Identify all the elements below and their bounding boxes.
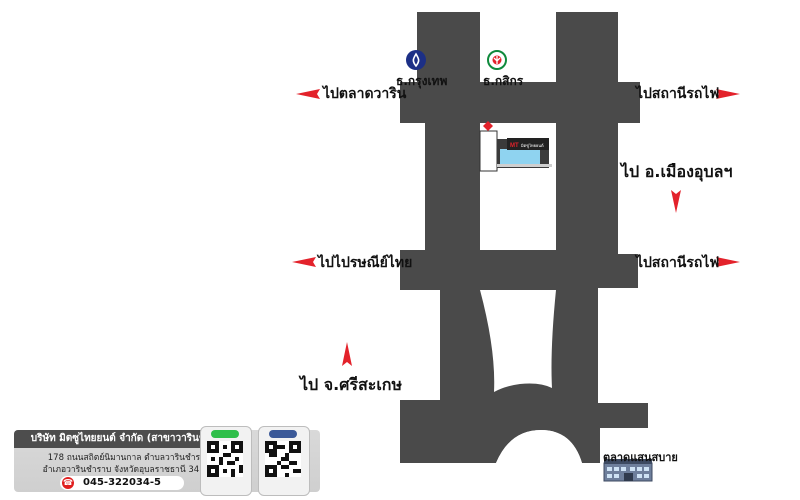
line-icon (211, 430, 239, 438)
label-to-mueang: ไป อ.เมืองอุบลฯ (621, 162, 733, 181)
company-name: บริษัท มิตซูไทยยนต์ จำกัด (สาขาวารินชำรา… (14, 430, 250, 448)
arrow-right-station-top (716, 89, 740, 99)
arrow-right-station-mid (716, 257, 740, 267)
company-phone[interactable]: 045-322034-5 (60, 476, 184, 490)
bangkok-bank-label: ธ.กรุงเทพ (396, 74, 448, 88)
bangkok-bank-logo-icon (406, 50, 426, 70)
line-qr-code (207, 441, 243, 477)
svg-text:MT: MT (510, 143, 519, 149)
market-building-icon (603, 459, 653, 482)
label-to-station-mid: ไปสถานีรถไฟ (636, 255, 720, 271)
company-address-line1: 178 ถนนสถิตย์นิมานกาล ตำบลวารินชำราบ (47, 453, 211, 463)
label-market: ตลาดแสนสบาย (603, 451, 678, 464)
arrow-left-lat-warin (296, 89, 320, 99)
median-island (480, 290, 556, 392)
label-to-station-top: ไปสถานีรถไฟ (636, 86, 720, 102)
label-to-lat-warin: ไปตลาดวาริน (323, 86, 407, 102)
arrow-up-sisaket (342, 342, 352, 366)
label-to-sisaket: ไป จ.ศรีสะเกษ (300, 375, 403, 394)
facebook-qr-code (265, 441, 301, 477)
company-address-line2: อำเภอวารินชำราบ จังหวัดอุบลราชธานี 34190 (42, 465, 216, 475)
dealership-building: MT มิตซูไทยยนต์ (479, 121, 552, 172)
arrow-left-post-office (292, 257, 316, 267)
roundabout-gap (496, 430, 582, 463)
facebook-icon (269, 430, 297, 438)
kasikorn-bank-logo-icon (487, 50, 507, 70)
label-to-post-office: ไปไปรษณีย์ไทย (318, 255, 413, 271)
kasikorn-bank-label: ธ.กสิกร (483, 74, 524, 88)
arrow-down-mueang (671, 190, 681, 213)
phone-icon: ☎ (62, 477, 74, 489)
svg-text:มิตซูไทยยนต์: มิตซูไทยยนต์ (521, 143, 544, 149)
